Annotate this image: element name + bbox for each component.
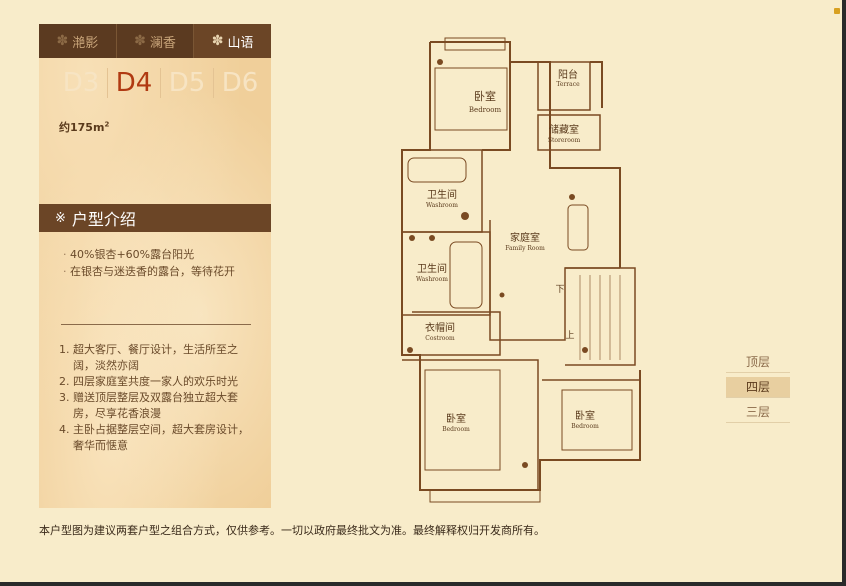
room-label-cn: 卧室 <box>474 89 496 103</box>
highlight-item: 40%银杏+60%露台阳光 <box>63 246 263 263</box>
swirl-ornament-icon: ✽ <box>134 33 146 49</box>
highlight-item: 在银杏与迷迭香的露台，等待花开 <box>63 263 263 280</box>
feature-item: 2.四层家庭室共度一家人的欢乐时光 <box>59 375 238 388</box>
room-label-cn: 衣帽间 <box>425 321 455 334</box>
room-label-en: Bedroom <box>469 106 502 114</box>
feature-item: 3.赠送顶层整层及双露台独立超大套房，尽享花香浪漫 <box>59 391 238 420</box>
intro-title: 户型介绍 <box>71 210 136 229</box>
asterisk-icon: ※ <box>55 210 66 226</box>
tab-yanying[interactable]: ✽ 滟影 <box>39 24 117 58</box>
room-label-cn: 卧室 <box>446 412 466 425</box>
series-tabs: ✽ 滟影 ✽ 澜香 ✽ 山语 <box>39 24 272 58</box>
room-label-cn: 卫生间 <box>427 188 457 201</box>
floor-4[interactable]: 四层 <box>726 377 790 398</box>
room-label-en: Bedroom <box>442 426 470 433</box>
unit-d4[interactable]: D4 <box>108 68 161 98</box>
floor-top[interactable]: 顶层 <box>726 352 790 373</box>
unit-d5[interactable]: D5 <box>161 68 214 98</box>
feature-item: 1.超大客厅、餐厅设计，生活所至之阔，淡然亦阔 <box>59 343 238 372</box>
divider <box>61 324 251 325</box>
intro-header: ※ 户型介绍 <box>39 204 271 232</box>
room-label-en: Family Room <box>505 245 545 252</box>
room-label-cn: 卫生间 <box>417 262 447 275</box>
room-label-cn: 阳台 <box>558 68 578 81</box>
stair-down-label: 下 <box>555 285 564 295</box>
tab-label: 滟影 <box>72 35 99 51</box>
room-label-cn: 储藏室 <box>549 123 579 136</box>
tab-label: 澜香 <box>149 35 176 51</box>
unit-selector: D3 D4 D5 D6 <box>55 68 266 98</box>
room-label-en: Terrace <box>556 81 580 88</box>
unit-d3[interactable]: D3 <box>55 68 108 98</box>
room-label-en: Bedroom <box>571 423 599 430</box>
features-list: 1.超大客厅、餐厅设计，生活所至之阔，淡然亦阔 2.四层家庭室共度一家人的欢乐时… <box>59 342 259 454</box>
stair-up-label: 上 <box>565 330 574 341</box>
info-panel: ✽ 滟影 ✽ 澜香 ✽ 山语 D3 D4 D5 D6 约175m2 ※ 户型介绍… <box>39 24 272 508</box>
unit-d6[interactable]: D6 <box>221 68 259 98</box>
swirl-ornament-icon: ✽ <box>211 33 224 49</box>
feature-item: 4.主卧占据整层空间，超大套房设计，奢华而惬意 <box>59 423 249 452</box>
room-label-en: Washroom <box>426 202 458 209</box>
room-label-cn: 家庭室 <box>510 231 540 244</box>
room-label-en: Storeroom <box>548 137 581 144</box>
swirl-ornament-icon: ✽ <box>56 33 69 49</box>
window-border-bottom <box>0 582 846 586</box>
room-label-cn: 卧室 <box>575 409 595 422</box>
tab-shanyu[interactable]: ✽ 山语 <box>194 24 272 58</box>
room-label-en: Costroom <box>425 335 455 342</box>
window-border-right <box>842 0 846 586</box>
floor-selector: 顶层 四层 三层 <box>726 352 790 427</box>
area-label: 约175m2 <box>59 120 110 134</box>
corner-marker-icon <box>834 8 840 14</box>
highlights-list: 40%银杏+60%露台阳光 在银杏与迷迭香的露台，等待花开 <box>63 246 263 280</box>
room-label-en: Washroom <box>416 276 448 283</box>
floor-plan: 卧室 Bedroom 阳台 Terrace 储藏室 Storeroom 卫生间 … <box>401 37 641 503</box>
tab-label: 山语 <box>227 35 254 51</box>
tab-lanxiang[interactable]: ✽ 澜香 <box>117 24 195 58</box>
floor-3[interactable]: 三层 <box>726 402 790 423</box>
disclaimer: 本户型图为建议两套户型之组合方式，仅供参考。一切以政府最终批文为准。最终解释权归… <box>39 524 545 537</box>
